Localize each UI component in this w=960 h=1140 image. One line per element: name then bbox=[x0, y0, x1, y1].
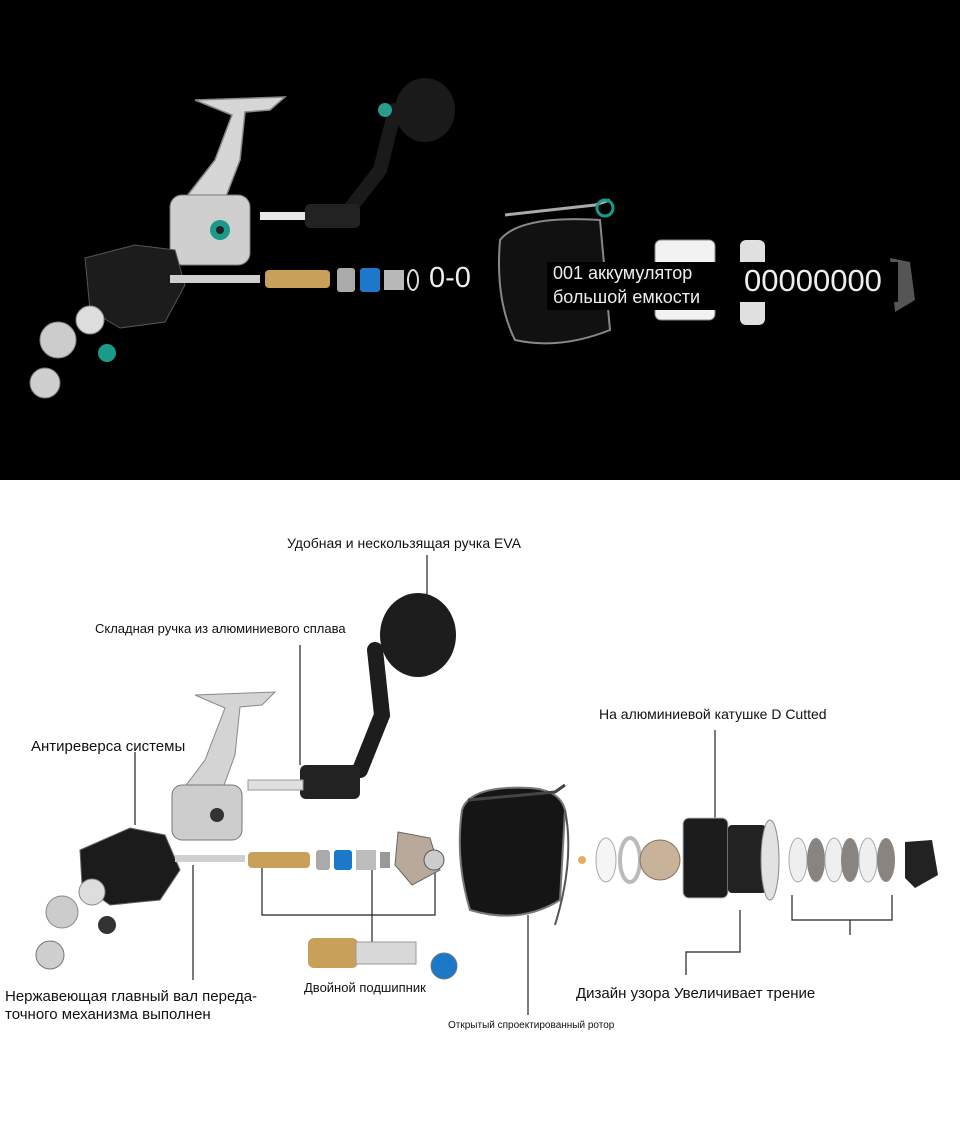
top-exploded-view-panel: 0-0 001 аккумулятор большой емкости 0000… bbox=[0, 0, 960, 480]
label-aluminum-spool: На алюминиевой катушке D Cutted bbox=[599, 706, 827, 722]
bottom-reel-illustration bbox=[35, 555, 938, 1015]
label-anti-reverse: Антиреверса системы bbox=[31, 738, 186, 755]
label-double-bearing: Двойной подшипник bbox=[304, 980, 426, 995]
label-folding-handle: Складная ручка из алюминиевого сплава bbox=[95, 621, 346, 636]
code-right-text: 00000000 bbox=[744, 263, 882, 298]
accumulator-line-1: 001 аккумулятор bbox=[553, 263, 693, 283]
label-main-shaft-line-2: точного механизма выполнен bbox=[5, 1006, 211, 1023]
code-right-backdrop bbox=[738, 262, 898, 302]
label-open-rotor: Открытый спроектированный ротор bbox=[448, 1020, 615, 1031]
accumulator-line-2: большой емкости bbox=[553, 287, 701, 307]
top-reel-illustration bbox=[29, 78, 915, 399]
label-main-shaft-line-1: Нержавеющая главный вал переда- bbox=[5, 988, 258, 1005]
code-left-backdrop bbox=[423, 262, 485, 300]
label-eva-handle: Удобная и нескользящая ручка EVA bbox=[287, 535, 521, 551]
code-left-text: 0-0 bbox=[429, 262, 471, 294]
label-pattern-design: Дизайн узора Увеличивает трение bbox=[576, 985, 816, 1002]
accumulator-backdrop bbox=[547, 262, 727, 310]
bottom-labeled-diagram: Удобная и нескользящая ручка EVA Складна… bbox=[0, 480, 960, 1140]
